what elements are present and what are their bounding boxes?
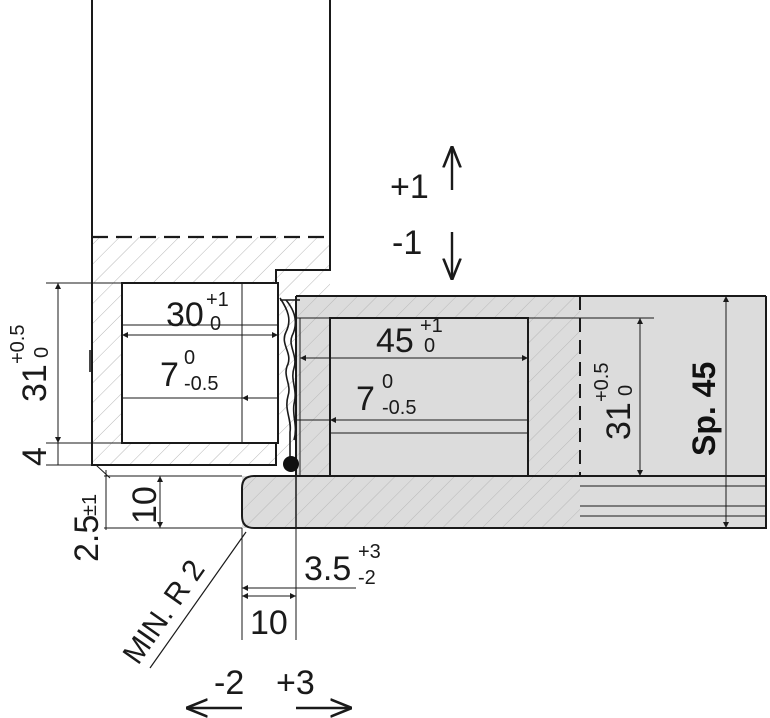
offset-right-tol-lower: -0.5 xyxy=(382,397,416,419)
offset-left: 7 xyxy=(160,356,179,394)
door-recess xyxy=(329,317,529,477)
recess-left-width-tol-lower: 0 xyxy=(210,313,221,335)
depth-right: 31 xyxy=(600,402,638,440)
overlap-tol-lower: -2 xyxy=(358,567,376,589)
depth-right-group: 31 +0.5 0 xyxy=(591,363,638,440)
horizontal-plus-label: +3 xyxy=(276,664,315,702)
hinge-pivot xyxy=(283,456,299,472)
width-10: 10 xyxy=(250,604,288,642)
dimension-lines xyxy=(46,282,729,669)
height-10: 10 xyxy=(126,486,164,524)
gap-tol: ±1 xyxy=(79,494,101,516)
depth-left-group: 31 +0.5 0 xyxy=(7,325,54,402)
frame xyxy=(89,0,331,466)
overlap: 3.5 xyxy=(304,550,351,588)
offset-left-tol-upper: 0 xyxy=(184,347,195,369)
edge-4: 4 xyxy=(16,447,54,466)
recess-left-width: 30 xyxy=(166,296,204,334)
lower-panel xyxy=(241,475,767,529)
radius-label: MIN. R 2 xyxy=(117,554,212,670)
door-thickness: Sp. 45 xyxy=(686,362,722,456)
vertical-plus-label: +1 xyxy=(390,168,429,206)
adjustment-arrows xyxy=(186,146,452,708)
gap: 2.5 xyxy=(68,515,106,562)
offset-right: 7 xyxy=(356,380,375,418)
overlap-tol-upper: +3 xyxy=(358,541,381,563)
door xyxy=(295,295,767,528)
recess-right-width: 45 xyxy=(376,322,414,360)
hinge-mechanism xyxy=(279,297,300,472)
depth-right-tol-lower: 0 xyxy=(615,385,637,396)
recess-right-width-tol-upper: +1 xyxy=(420,315,443,337)
recess-left-width-tol-upper: +1 xyxy=(206,289,229,311)
offset-left-tol-lower: -0.5 xyxy=(184,373,218,395)
vertical-minus-label: -1 xyxy=(392,224,422,262)
depth-right-tol-upper: +0.5 xyxy=(591,363,613,402)
offset-right-tol-upper: 0 xyxy=(382,371,393,393)
depth-left-tol-lower: 0 xyxy=(31,347,53,358)
depth-left-tol-upper: +0.5 xyxy=(7,325,29,364)
recess-right-width-tol-lower: 0 xyxy=(424,335,435,357)
gap-group: 2.5 ±1 xyxy=(68,494,106,562)
frame-recess xyxy=(121,282,279,444)
horizontal-minus-label: -2 xyxy=(214,664,244,702)
depth-left: 31 xyxy=(16,364,54,402)
